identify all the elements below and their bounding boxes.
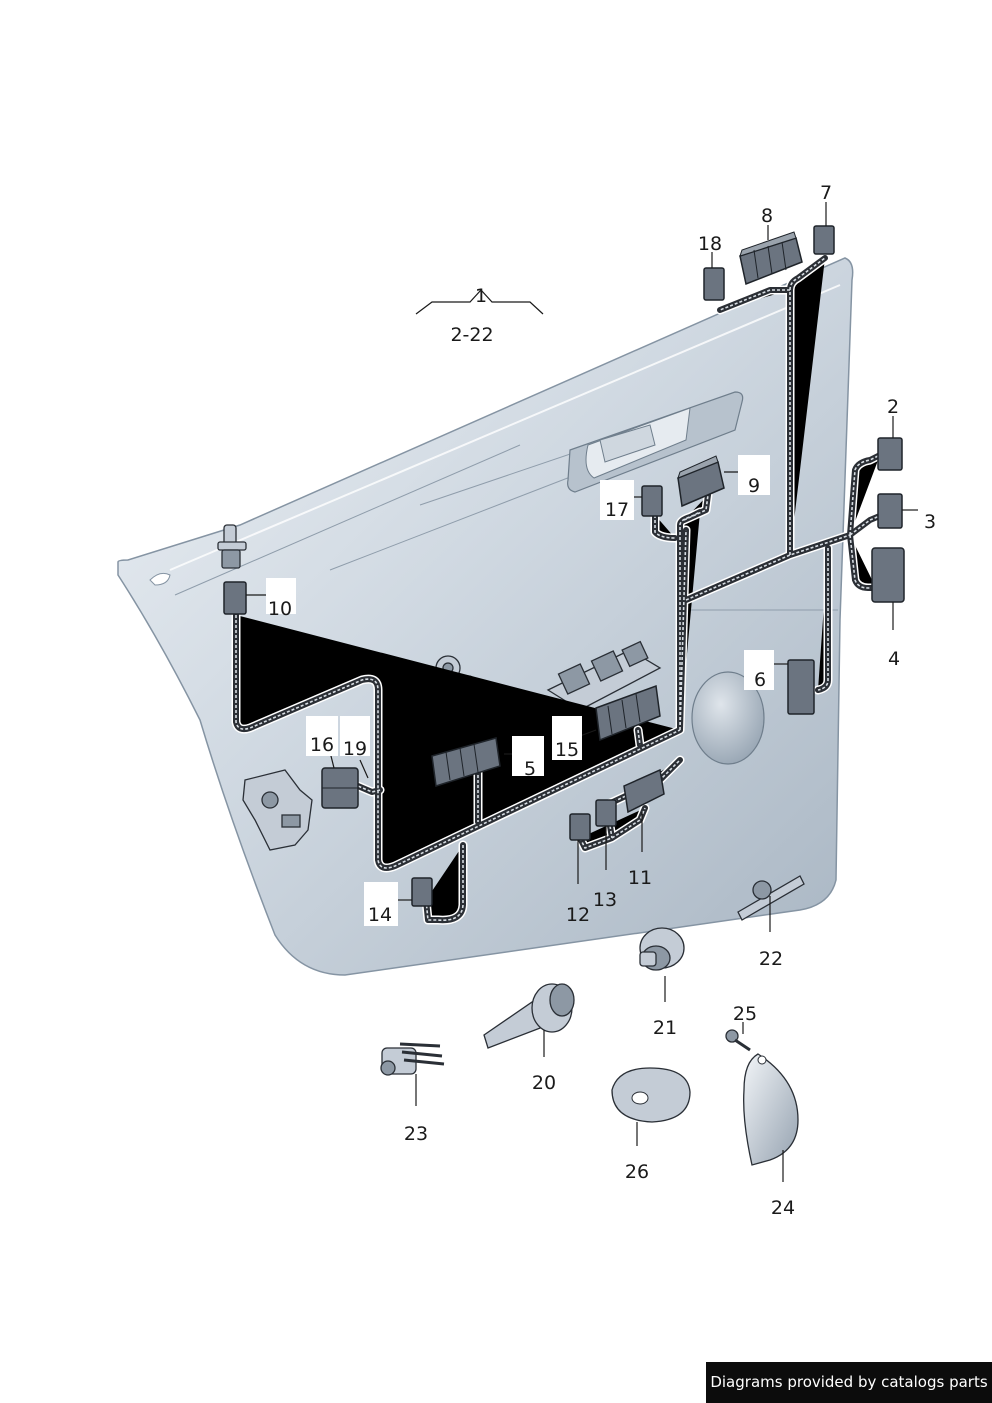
callout-12: 12 <box>566 904 590 926</box>
callout-5: 5 <box>524 758 536 780</box>
leader-lines <box>246 202 918 1182</box>
clip-23 <box>380 1042 445 1076</box>
callout-18: 18 <box>698 233 722 255</box>
connector-4 <box>871 547 905 603</box>
callout-4: 4 <box>888 648 900 670</box>
connector-15 <box>595 684 661 742</box>
callout-10: 10 <box>268 598 292 620</box>
wiring-harness <box>236 258 882 920</box>
callout-15: 15 <box>555 739 579 761</box>
callout-group-1: 1 <box>475 285 487 307</box>
callout-16: 16 <box>310 734 334 756</box>
cover-26 <box>611 1067 691 1123</box>
callout-6: 6 <box>754 669 766 691</box>
connector-17 <box>641 485 663 517</box>
connector-16 <box>321 767 359 809</box>
callout-22: 22 <box>759 948 783 970</box>
callout-23: 23 <box>404 1123 428 1145</box>
callout-21: 21 <box>653 1017 677 1039</box>
callout-7: 7 <box>820 182 832 204</box>
callout-19: 19 <box>343 738 367 760</box>
connectors <box>223 225 905 907</box>
callout-13: 13 <box>593 889 617 911</box>
speaker-grille <box>691 671 765 765</box>
grommet-20 <box>483 983 575 1049</box>
connector-5 <box>431 737 501 787</box>
door-trim-panel <box>117 257 854 976</box>
connector-18 <box>703 267 725 301</box>
callout-8: 8 <box>761 205 773 227</box>
label-backgrounds <box>266 455 774 926</box>
callout-25: 25 <box>733 1003 757 1025</box>
screw-25 <box>725 1029 751 1052</box>
connector-6 <box>787 659 815 715</box>
callout-group-range: 2-22 <box>450 324 493 346</box>
connector-7 <box>813 225 835 255</box>
diagram-credit-banner: Diagrams provided by catalogs parts <box>706 1362 992 1403</box>
connector-13 <box>595 799 617 827</box>
connector-14 <box>411 877 433 907</box>
connector-8 <box>739 231 803 286</box>
callout-14: 14 <box>368 904 392 926</box>
cover-24 <box>743 1053 799 1166</box>
callout-24: 24 <box>771 1197 795 1219</box>
door-pin <box>217 524 247 569</box>
callout-26: 26 <box>625 1161 649 1183</box>
callouts: 1 2-22 2 3 4 5 6 7 8 9 10 11 12 13 14 15… <box>268 182 936 1219</box>
diagram-credit-text: Diagrams provided by catalogs parts <box>710 1373 988 1391</box>
callout-11: 11 <box>628 867 652 889</box>
connector-12 <box>569 813 591 841</box>
connector-9 <box>677 455 725 508</box>
connector-10 <box>223 581 247 615</box>
callout-2: 2 <box>887 396 899 418</box>
connector-3 <box>877 493 903 529</box>
cable-tie-22 <box>737 875 805 921</box>
callout-3: 3 <box>924 511 936 533</box>
connector-11 <box>623 768 665 814</box>
callout-17: 17 <box>605 499 629 521</box>
callout-9: 9 <box>748 475 760 497</box>
connector-2 <box>877 437 903 471</box>
callout-20: 20 <box>532 1072 556 1094</box>
door-lock-actuator <box>242 769 313 851</box>
grommet-21 <box>639 927 685 971</box>
